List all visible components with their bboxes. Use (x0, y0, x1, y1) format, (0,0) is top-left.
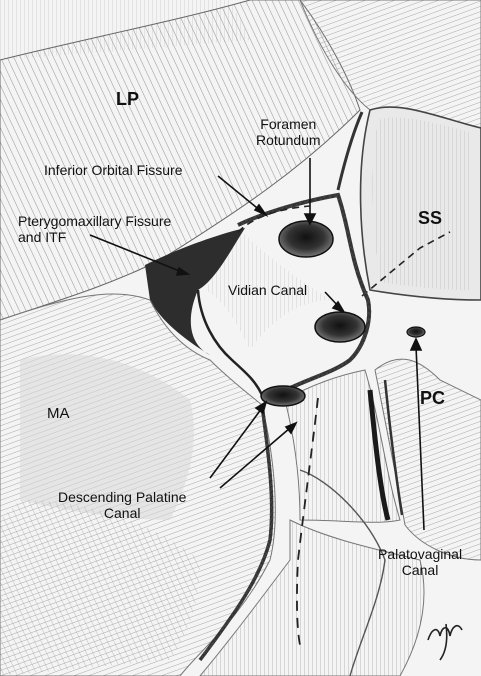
palate-region (199, 519, 425, 676)
pterygomaxillary-fissure (145, 228, 245, 355)
label-palatovaginal-canal: Palatovaginal Canal (378, 546, 463, 578)
label-ss: SS (418, 208, 443, 228)
artist-signature (427, 623, 463, 661)
lateral-pterygoid-muscle (0, 0, 361, 321)
foramen-rotundum-hole (278, 220, 334, 258)
label-foramen-rotundum: Foramen Rotundum (256, 116, 321, 148)
palatovaginal-leader (415, 345, 425, 531)
label-ma: MA (47, 405, 70, 422)
label-pterygomaxillary-fissure: Pterygomaxillary Fissure and ITF (18, 213, 172, 245)
inferior-orbital-fissure-leader (217, 175, 263, 213)
descending-palatine-leader-2 (219, 427, 291, 489)
label-inferior-orbital-fissure: Inferior Orbital Fissure (44, 162, 183, 178)
vidian-canal-hole (314, 311, 366, 343)
descending-palatine-leader-1 (209, 407, 263, 479)
palatovaginal-canal-hole (406, 326, 426, 338)
label-vidian-canal: Vidian Canal (228, 282, 308, 298)
descending-palatine-opening (260, 385, 306, 407)
pterygomaxillary-leader (89, 234, 183, 273)
label-lp: LP (116, 89, 140, 109)
label-pc: PC (420, 388, 446, 408)
label-descending-palatine-canal: Descending Palatine Canal (58, 489, 187, 521)
